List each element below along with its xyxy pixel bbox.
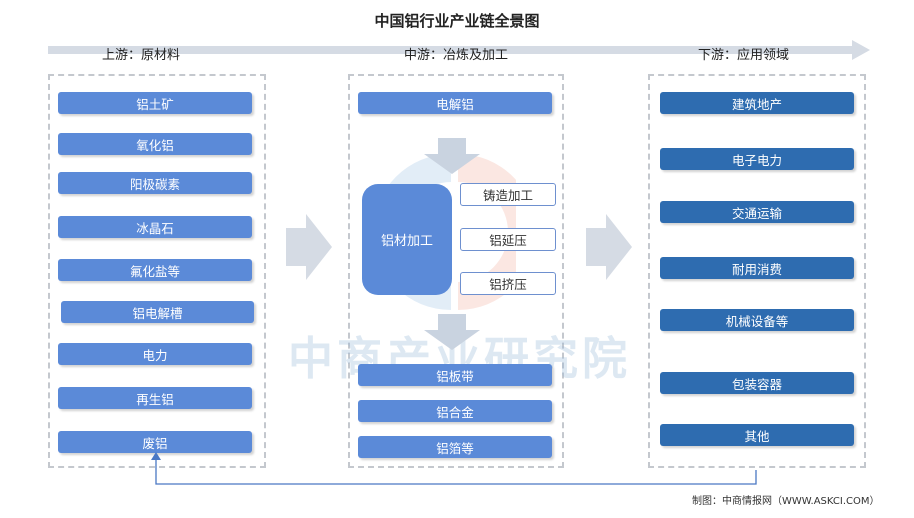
- process-item: 铝挤压: [460, 272, 556, 295]
- aluminum-processing-box: 铝材加工: [362, 184, 452, 295]
- stage-label-downstream: 下游：应用领域: [698, 48, 790, 63]
- downstream-item: 建筑地产: [660, 92, 854, 114]
- upstream-item: 氧化铝: [58, 133, 252, 155]
- upstream-item: 冰晶石: [58, 216, 252, 238]
- downstream-item: 机械设备等: [660, 309, 854, 331]
- flow-arrow-midstream-to-downstream: [586, 214, 632, 280]
- upstream-item: 电力: [58, 343, 252, 365]
- upstream-item: 再生铝: [58, 387, 252, 409]
- stage-label-midstream: 中游：冶炼及加工: [404, 48, 509, 63]
- flow-arrow-upstream-to-midstream: [286, 214, 332, 280]
- upstream-item: 废铝: [58, 431, 252, 453]
- downstream-item: 交通运输: [660, 201, 854, 223]
- downstream-panel: [648, 74, 866, 468]
- down-arrow-to-processing: [424, 138, 480, 174]
- flow-direction-arrow: [48, 40, 870, 60]
- downstream-item: 电子电力: [660, 148, 854, 170]
- diagram-title: 中国铝行业产业链全景图: [374, 12, 540, 30]
- downstream-item: 耐用消费: [660, 257, 854, 279]
- upstream-item: 氟化盐等: [58, 259, 252, 281]
- upstream-panel: [48, 74, 266, 468]
- process-item: 铸造加工: [460, 183, 556, 206]
- stage-label-upstream: 上游：原材料: [102, 48, 181, 63]
- downstream-item: 其他: [660, 424, 854, 446]
- source-credit: 制图：中商情报网（WWW.ASKCI.COM）: [692, 496, 880, 507]
- upstream-item: 阳极碳素: [58, 172, 252, 194]
- midstream-panel: [348, 74, 564, 468]
- upstream-item: 铝电解槽: [61, 301, 254, 323]
- midstream-product: 铝合金: [358, 400, 552, 422]
- upstream-item: 铝土矿: [58, 92, 252, 114]
- downstream-item: 包装容器: [660, 372, 854, 394]
- recycle-feedback-line: [151, 452, 757, 485]
- midstream-electrolytic-aluminum: 电解铝: [358, 92, 552, 114]
- midstream-product: 铝板带: [358, 364, 552, 386]
- process-item: 铝延压: [460, 228, 556, 251]
- midstream-product: 铝箔等: [358, 436, 552, 458]
- down-arrow-to-products: [424, 314, 480, 350]
